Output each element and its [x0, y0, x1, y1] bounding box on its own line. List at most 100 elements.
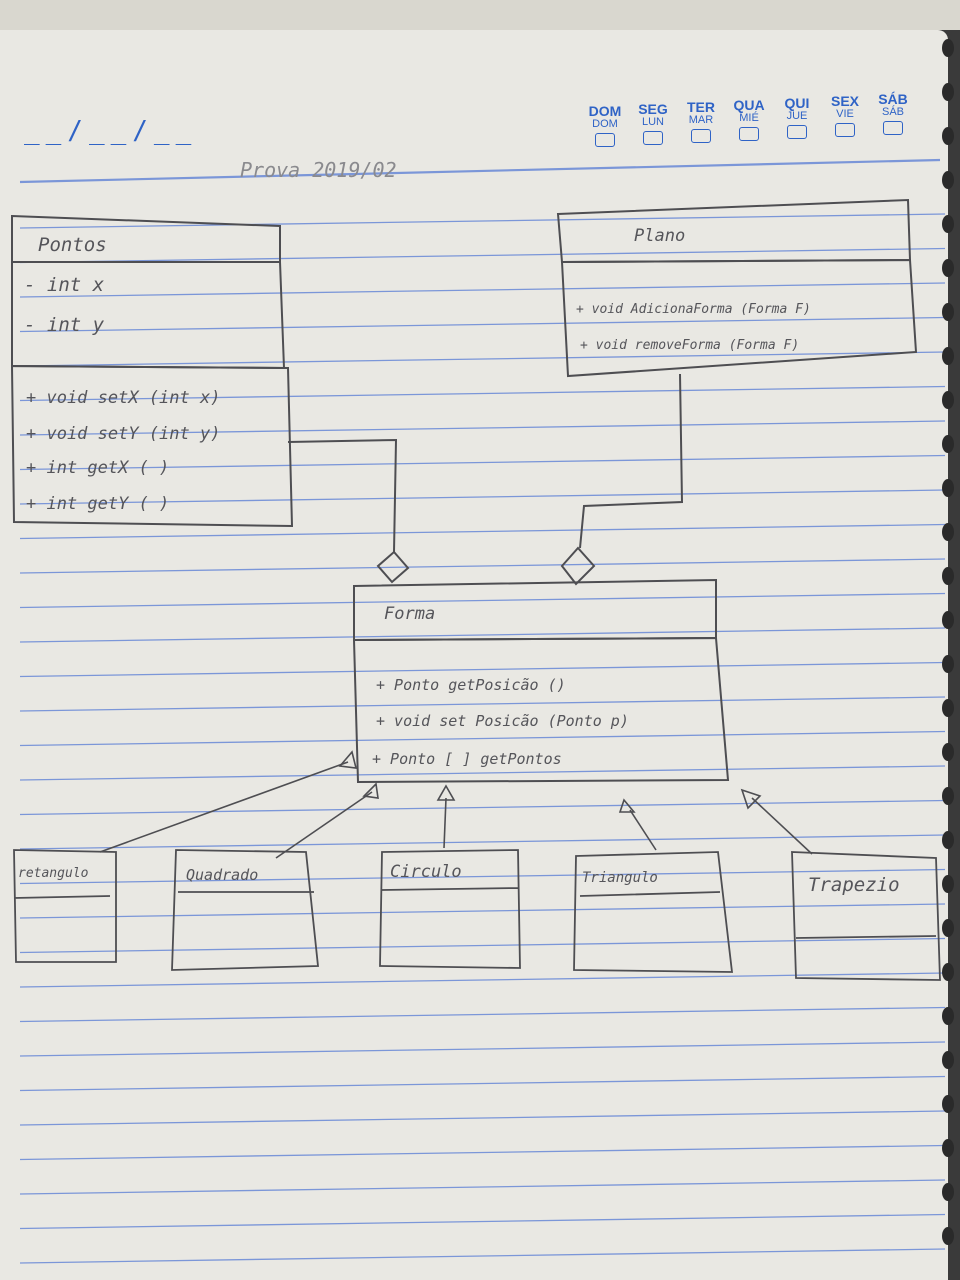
- spiral-hole: [942, 831, 954, 849]
- ruled-line: [19, 1248, 946, 1264]
- class-name-retangulo: retangulo: [18, 866, 89, 881]
- aggregation-line-plano-forma: [579, 373, 684, 549]
- class-box-forma: [352, 578, 730, 784]
- inheritance-line-triangulo: [629, 809, 657, 851]
- method-getx: + int getX ( ): [26, 458, 170, 478]
- spiral-hole: [942, 215, 954, 233]
- spiral-hole: [942, 523, 954, 541]
- spiral-hole: [942, 127, 954, 145]
- class-box-quadrado: [171, 849, 319, 971]
- spiral-hole: [942, 1227, 954, 1245]
- weekday-label: QUA: [733, 97, 765, 113]
- weekday-label: SEG: [638, 101, 668, 117]
- weekday-label-es: MIÉ: [739, 112, 759, 124]
- class-box-retangulo: [13, 849, 117, 963]
- spiral-hole: [942, 655, 954, 673]
- ruled-line: [19, 489, 946, 505]
- class-box-trapezio: [791, 851, 941, 981]
- spiral-hole: [942, 83, 954, 101]
- ruled-line: [19, 1041, 946, 1057]
- weekday-label-es: SÁB: [881, 106, 904, 118]
- ruled-line: [19, 696, 946, 712]
- class-name-pontos: Pontos: [38, 234, 107, 256]
- date-field: __/__/__: [24, 116, 198, 146]
- weekday-label: DOM: [588, 103, 622, 119]
- ruled-line: [19, 1006, 946, 1023]
- ruled-line: [19, 420, 946, 436]
- spiral-hole: [942, 963, 954, 981]
- method-adicionaforma: + void AdicionaForma (Forma F): [576, 302, 811, 317]
- ruled-lines: [19, 158, 946, 1264]
- spiral-hole: [942, 567, 954, 585]
- spiral-hole: [942, 391, 954, 409]
- weekday-checkbox[interactable]: [883, 121, 903, 135]
- ruled-line: [19, 523, 946, 540]
- ruled-line: [19, 351, 946, 367]
- attribute-x: - int x: [24, 274, 105, 296]
- inheritance-arrow-retangulo: [338, 750, 358, 769]
- spiral-hole: [942, 479, 954, 497]
- method-setx: + void setX (int x): [26, 388, 221, 408]
- page-title: Prova 2019/02: [240, 158, 397, 182]
- spiral-hole: [942, 259, 954, 277]
- method-sety: + void setY (int y): [26, 424, 221, 444]
- class-name-plano: Plano: [634, 226, 686, 246]
- inheritance-arrow-circulo: [436, 784, 456, 801]
- ruled-line: [19, 834, 946, 850]
- weekday-checkbox[interactable]: [595, 133, 615, 147]
- ruled-line: [19, 247, 946, 264]
- table-edge: [0, 0, 960, 30]
- spiral-hole: [942, 787, 954, 805]
- ruled-line: [19, 213, 946, 229]
- spiral-hole: [942, 699, 954, 717]
- ruled-line: [19, 972, 946, 988]
- weekday-label-es: DOM: [592, 118, 618, 130]
- ruled-line: [19, 282, 946, 298]
- ruled-line: [19, 868, 946, 885]
- weekday-checkbox[interactable]: [787, 125, 807, 139]
- spiral-hole: [942, 347, 954, 365]
- spiral-hole: [942, 303, 954, 321]
- aggregation-diamond-pontos: [376, 550, 410, 584]
- weekday-label: TER: [687, 99, 715, 115]
- class-name-forma: Forma: [384, 604, 436, 624]
- ruled-line: [19, 627, 946, 643]
- spiral-hole: [942, 1051, 954, 1069]
- weekday-label: SEX: [830, 93, 859, 109]
- weekday-checkbox[interactable]: [835, 123, 855, 137]
- inheritance-line-trapezio: [751, 797, 813, 855]
- ruled-line: [19, 1075, 946, 1092]
- weekday-checkbox[interactable]: [691, 129, 711, 143]
- class-name-triangulo: Triangulo: [582, 870, 658, 886]
- weekday-checkbox[interactable]: [739, 127, 759, 141]
- ruled-line: [19, 1110, 946, 1126]
- ruled-line: [19, 454, 946, 471]
- weekday-label: QUI: [784, 95, 810, 111]
- inheritance-line-circulo: [443, 797, 447, 849]
- weekday-label-es: JUE: [786, 110, 808, 122]
- ruled-line: [19, 903, 946, 919]
- spiral-hole: [942, 1095, 954, 1113]
- method-getpontos: + Ponto [ ] getPontos: [372, 750, 562, 768]
- ruled-line: [19, 937, 946, 954]
- inheritance-line-retangulo: [99, 761, 349, 853]
- spiral-binding: [942, 39, 954, 1245]
- inheritance-line-quadrado: [275, 791, 373, 859]
- ruled-line: [19, 1144, 946, 1161]
- attribute-y: - int y: [24, 314, 105, 336]
- aggregation-diamond-plano: [560, 546, 596, 586]
- weekday-checkbox[interactable]: [643, 131, 663, 145]
- inheritance-arrow-quadrado: [362, 782, 379, 799]
- method-getposicao: + Ponto getPosicão (): [376, 676, 566, 694]
- spiral-hole: [942, 171, 954, 189]
- ruled-line: [19, 765, 946, 781]
- method-removeforma: + void removeForma (Forma F): [580, 338, 800, 353]
